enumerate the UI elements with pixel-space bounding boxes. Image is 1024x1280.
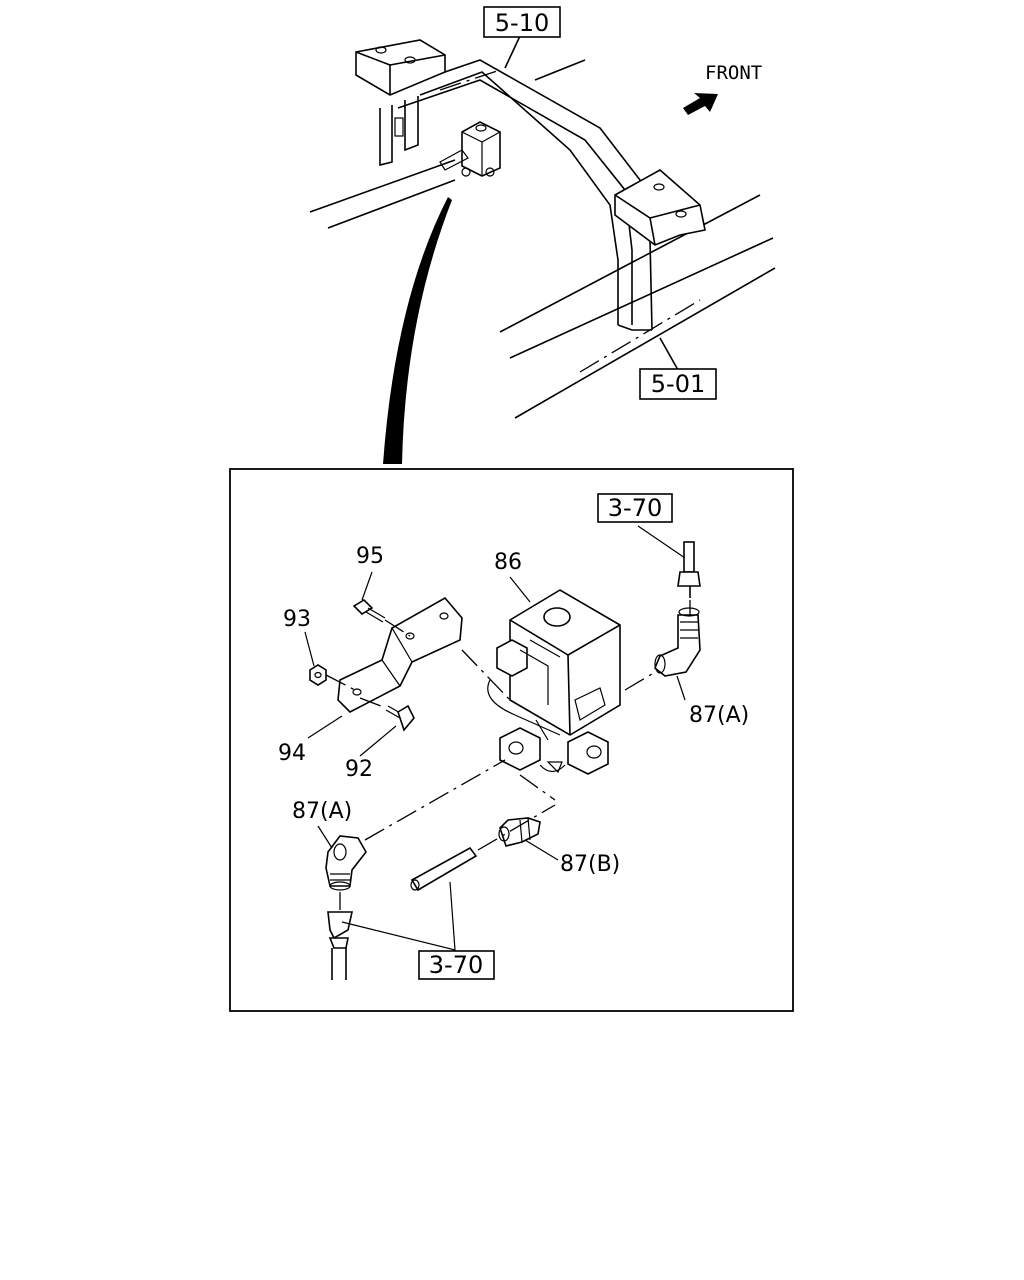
front-arrow-icon (683, 93, 718, 115)
elbow-fitting-87a-right[interactable] (654, 607, 701, 677)
detail-pointer-arrow (383, 197, 452, 464)
callout-86: 86 (494, 550, 522, 575)
callout-87a-right: 87(A) (689, 703, 749, 728)
ref-3-70-bottom-label: 3-70 (429, 951, 483, 979)
leader-line (659, 337, 679, 371)
ref-5-10-label: 5-10 (495, 9, 549, 37)
ref-box-3-70-top[interactable]: 3-70 (597, 493, 673, 523)
detail-view: 95 93 94 92 86 87(A) 87(A) 87(B) 3-70 3-… (278, 493, 749, 980)
pipe-end-top[interactable] (677, 541, 701, 598)
nut-93[interactable] (309, 664, 356, 691)
callout-95: 95 (356, 544, 384, 569)
elbow-fitting-87a-left[interactable] (325, 835, 367, 891)
ref-box-5-10[interactable]: 5-10 (483, 6, 561, 38)
bolt-95[interactable] (352, 598, 411, 637)
leader-line (504, 35, 521, 69)
callout-92: 92 (345, 757, 373, 782)
callout-93: 93 (283, 607, 311, 632)
bolt-92[interactable] (359, 697, 415, 732)
pipe-end-bottom[interactable] (327, 892, 353, 980)
ref-box-5-01[interactable]: 5-01 (639, 368, 717, 400)
ref-5-01-label: 5-01 (651, 370, 705, 398)
pipe-segment[interactable] (410, 846, 478, 892)
callout-87b: 87(B) (560, 852, 620, 877)
callout-87a-left: 87(A) (292, 799, 352, 824)
ref-box-3-70-bottom[interactable]: 3-70 (418, 950, 495, 980)
front-direction-label: FRONT (705, 62, 762, 84)
detail-view-frame (229, 468, 794, 1012)
valve-location-icon (439, 121, 501, 177)
callout-94: 94 (278, 741, 306, 766)
frame-overview: 5-10 5-01 FRONT (309, 6, 776, 419)
ref-3-70-top-label: 3-70 (608, 494, 662, 522)
solenoid-valve-86[interactable] (487, 589, 621, 775)
bracket-94[interactable] (337, 596, 463, 713)
union-fitting-87b[interactable] (498, 817, 541, 847)
